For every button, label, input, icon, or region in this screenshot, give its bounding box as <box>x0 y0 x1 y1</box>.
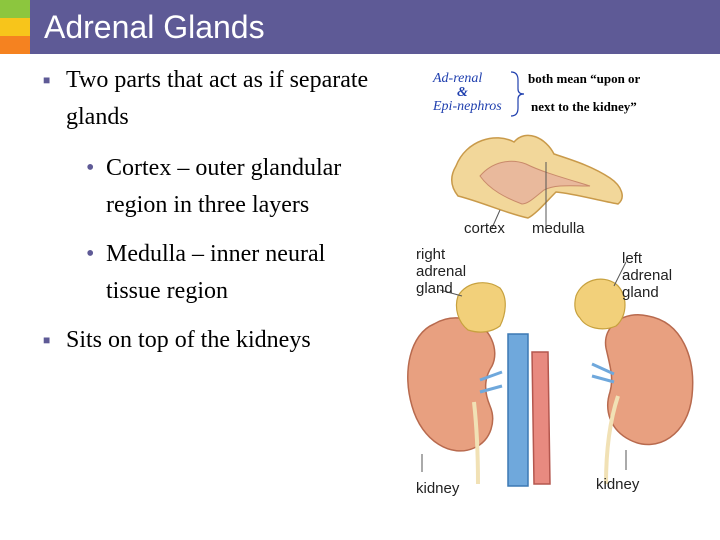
bullet-list: ■ Two parts that act as if separate glan… <box>40 62 370 359</box>
anatomy-drawing <box>407 134 694 487</box>
meaning-line-2: next to the kidney” <box>531 99 637 114</box>
right-kidney <box>407 282 506 485</box>
ampersand: & <box>457 85 468 100</box>
accent-green <box>0 0 30 18</box>
label-kidney-right: kidney <box>596 476 640 493</box>
dot-bullet-icon: • <box>86 155 95 181</box>
square-bullet-icon: ■ <box>43 333 51 347</box>
bullet-item: ■ Two parts that act as if separate glan… <box>40 62 370 136</box>
bullet-text: Sits on top of the kidneys <box>66 327 311 353</box>
adrenal-kidney-illustration: cortex medulla right adrenal gland left … <box>396 120 710 500</box>
accent-orange <box>0 36 30 54</box>
accent-yellow <box>0 18 30 36</box>
bullet-text: Two parts that act as if separate glands <box>66 67 369 130</box>
sub-bullet-item: • Medulla – inner neural tissue region <box>40 236 370 310</box>
title-bar: Adrenal Glands <box>30 0 720 54</box>
label-left-adrenal-gland: left adrenal gland <box>622 250 673 301</box>
square-bullet-icon: ■ <box>43 73 51 87</box>
sub-bullet-text: Cortex – outer glandular region in three… <box>106 155 342 218</box>
brace-icon <box>510 71 525 117</box>
term-ad-renal: Ad-renal <box>433 71 483 86</box>
label-kidney-left: kidney <box>416 480 460 497</box>
aorta <box>531 351 551 485</box>
meaning-line-1: both mean “upon or <box>528 71 641 86</box>
bullet-item: ■ Sits on top of the kidneys <box>40 322 370 359</box>
label-cortex: cortex <box>464 220 505 237</box>
sub-bullet-text: Medulla – inner neural tissue region <box>106 241 326 304</box>
adrenal-cross-section <box>451 134 623 229</box>
dot-bullet-icon: • <box>86 241 95 267</box>
slide-title: Adrenal Glands <box>44 9 265 45</box>
etymology-note: Ad-renal & Epi-nephros both mean “upon o… <box>400 70 700 118</box>
left-kidney <box>574 278 694 485</box>
term-epi-nephros: Epi-nephros <box>433 99 502 114</box>
vena-cava <box>507 333 529 487</box>
label-medulla: medulla <box>532 220 585 237</box>
label-right-adrenal-gland: right adrenal gland <box>416 246 467 297</box>
sub-bullet-item: • Cortex – outer glandular region in thr… <box>40 150 370 224</box>
